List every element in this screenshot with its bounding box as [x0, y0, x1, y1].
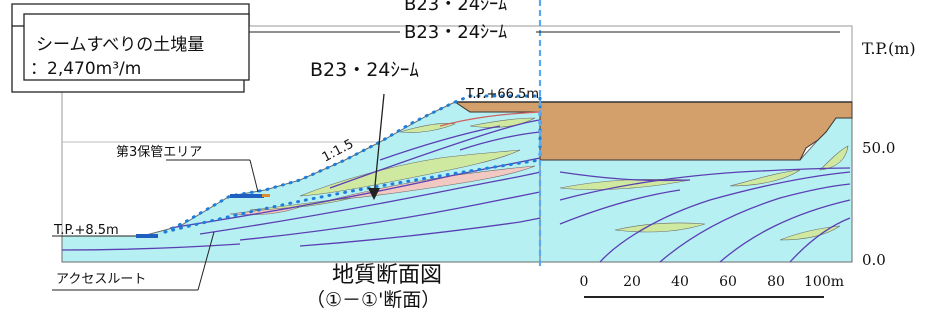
tp-unit-label: T.P.(m) [862, 39, 916, 58]
top-seam-label: B23・24ｼｰﾑ [404, 22, 507, 43]
scale-tick-40: 40 [671, 274, 689, 290]
area3-platform-mark [230, 194, 264, 198]
fill-soil-area [453, 101, 853, 161]
volume-line1: シームすべりの土塊量 [36, 35, 204, 55]
green-lenses [249, 117, 849, 241]
mid-seam-arrow [373, 93, 385, 197]
volume-callout-front [23, 13, 250, 81]
access-route-label: アクセスルート [56, 272, 146, 287]
scale-tick-20: 20 [623, 274, 641, 290]
scale-tick-100: 100m [804, 274, 844, 290]
scale-tick-60: 60 [719, 274, 737, 290]
tp-bottom-label: T.P.+8.5m [53, 223, 119, 238]
mid-seam-label: B23・24ｼｰﾑ [310, 59, 419, 81]
title-line1: 地質断面図 [332, 263, 442, 288]
slip-surface-seam [163, 158, 542, 234]
volume-line2: ：2,470m³/m [30, 59, 141, 79]
area3-label: 第3保管エリア [116, 145, 202, 160]
red-seam-line [439, 111, 541, 127]
elev-tick-50: 50.0 [862, 139, 895, 157]
area3-orange-mark [262, 194, 270, 197]
title-line2: （①－①'断面） [306, 289, 440, 311]
scale-tick-0: 0 [580, 274, 589, 290]
scale-tick-80: 80 [767, 274, 785, 290]
bottom-platform-mark [136, 234, 158, 238]
elev-tick-0: 0.0 [862, 251, 886, 269]
tp-top-label: T.P.+66.5m [465, 87, 539, 102]
top-seam-partial-label: B23・24ｼｰﾑ [404, 0, 507, 15]
scale-bar: 0 20 40 60 80 100m [580, 274, 844, 298]
